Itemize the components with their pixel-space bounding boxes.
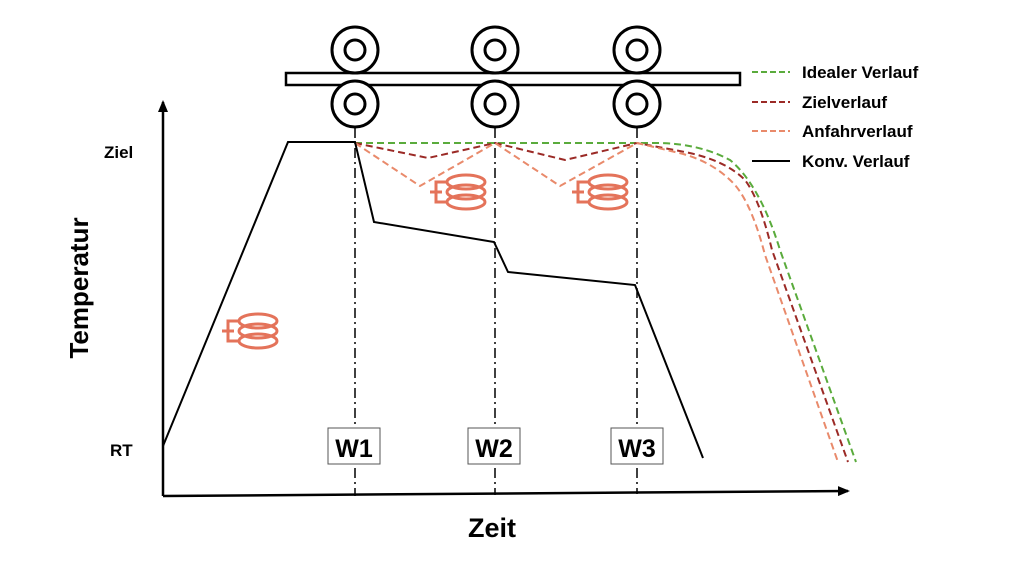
curve-anfahrverlauf	[354, 141, 839, 463]
roller-icon	[470, 25, 520, 75]
roller-icon	[612, 25, 662, 75]
y-tick-ziel: Ziel	[104, 143, 133, 162]
rolling-mill	[284, 25, 742, 129]
legend-label: Anfahrverlauf	[802, 122, 913, 141]
station-w3: W3	[610, 427, 664, 465]
legend-item: Anfahrverlauf	[752, 122, 913, 141]
station-w1: W1	[327, 427, 381, 465]
station-label: W1	[335, 435, 373, 463]
induction-coil-icon	[428, 173, 487, 211]
roller-icon	[612, 79, 662, 129]
curve-idealer-verlauf	[355, 142, 857, 463]
induction-coil-icon	[570, 173, 629, 211]
y-tick-rt: RT	[110, 441, 133, 460]
station-label: W3	[618, 435, 656, 463]
station-label: W2	[475, 435, 513, 463]
roller-icon	[470, 79, 520, 129]
curve-konv-verlauf	[162, 141, 704, 459]
legend-label: Idealer Verlauf	[802, 63, 919, 82]
legend: Idealer Verlauf Zielverlauf Anfahrverlau…	[752, 63, 919, 171]
station-w2: W2	[467, 427, 521, 465]
y-axis-label: Temperatur	[64, 217, 94, 358]
legend-item: Zielverlauf	[752, 93, 887, 112]
roller-icon	[330, 79, 380, 129]
legend-item: Konv. Verlauf	[752, 152, 910, 171]
curve-zielverlauf	[354, 141, 849, 463]
legend-label: Zielverlauf	[802, 93, 887, 112]
legend-label: Konv. Verlauf	[802, 152, 910, 171]
induction-coil-icon	[220, 312, 279, 350]
legend-item: Idealer Verlauf	[752, 63, 919, 82]
x-axis	[162, 486, 850, 498]
roller-icon	[330, 25, 380, 75]
x-axis-label: Zeit	[468, 513, 516, 543]
